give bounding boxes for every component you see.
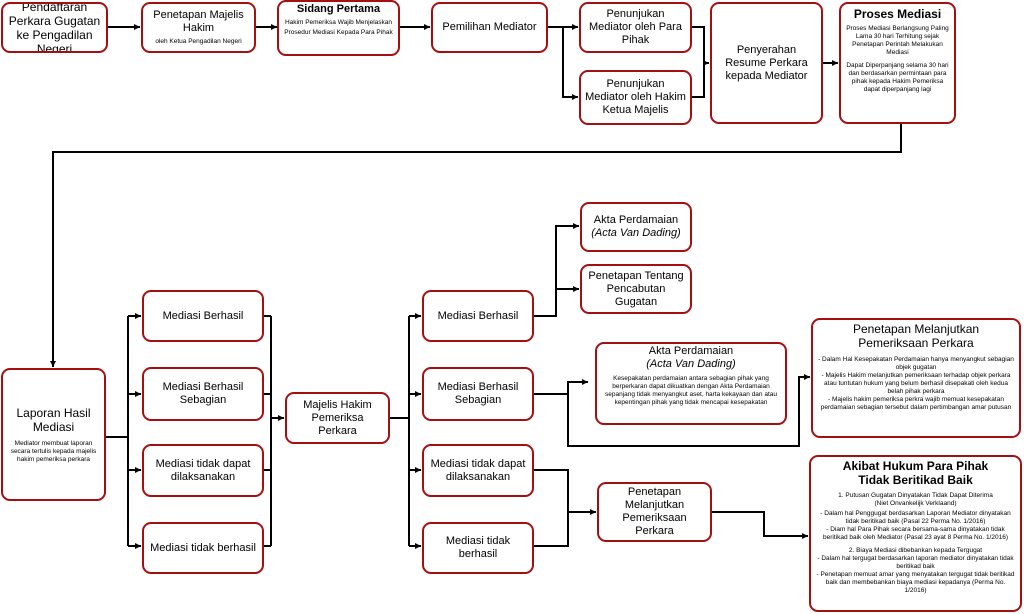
connector-r-sebagian-to-akta <box>534 379 588 395</box>
akibat-hukum-detail-6: - Dalam hal tergugat berdasarkan laporan… <box>817 555 1014 570</box>
connector-r-berhasil-out <box>534 223 579 317</box>
left-mediasi-berhasil-node: Mediasi Berhasil <box>142 290 264 342</box>
penetapan-melanjutkan-pemeriksaan-2-node: Penetapan Melanjutkan Pemeriksaan Perkar… <box>597 482 712 542</box>
proses-mediasi-label: Proses Mediasi <box>853 7 942 21</box>
connector-penunjukan-to-penyerahan <box>692 26 709 66</box>
penetapan-melanjutkan-pemeriksaan-1-node: Penetapan Melanjutkan Pemeriksaan Perkar… <box>811 318 1021 438</box>
penetapan-melanjutkan-pemeriksaan-1-detail-3: - Majelis hakim pemeriksa perkra wajib m… <box>820 396 1012 411</box>
right-mediasi-tidak-berhasil-node: Mediasi tidak berhasil <box>422 522 534 574</box>
right-mediasi-berhasil-sebagian-label: Mediasi Berhasil Sebagian <box>437 381 519 406</box>
connector-r-tidak-berhasil-out <box>534 512 569 547</box>
penunjukan-mediator-hakim-ketua-node: Penunjukan Mediator oleh Hakim Ketua Maj… <box>579 70 692 125</box>
akibat-hukum-detail-7: - Penetapan memuat amar yang menyatakan … <box>816 571 1015 594</box>
penetapan-majelis-hakim-node: Penetapan Majelis Hakim oleh Ketua Penga… <box>141 2 256 53</box>
majelis-hakim-pemeriksa-node: Majelis Hakim Pemeriksa Perkara <box>285 392 390 444</box>
connector-pemilihan-to-penunjukan-hakim <box>562 27 578 100</box>
laporan-hasil-mediasi-label: Laporan Hasil Mediasi <box>16 405 91 434</box>
left-mediasi-berhasil-label: Mediasi Berhasil <box>162 309 244 322</box>
left-mediasi-berhasil-sebagian-node: Mediasi Berhasil Sebagian <box>142 367 264 421</box>
akta-perdamaian-sebagian-node: Akta Perdamaian (Acta Van Dading) Kesepa… <box>595 342 787 425</box>
left-mediasi-tidak-berhasil-node: Mediasi tidak berhasil <box>142 522 264 574</box>
akibat-hukum-label: Akibat Hukum Para Pihak Tidak Beritikad … <box>842 459 989 487</box>
akta-perdamaian-italic: (Acta Van Dading) <box>591 227 681 239</box>
penunjukan-mediator-para-pihak-node: Penunjukan Mediator oleh Para Pihak <box>579 2 692 53</box>
penetapan-melanjutkan-pemeriksaan-1-detail-2: - Majelis Hakim melanjutkan pemeriksaan … <box>821 372 1011 395</box>
proses-mediasi-detail-1: Proses Mediasi Berlangsung Paling Lama 3… <box>846 25 949 56</box>
akta-perdamaian-sebagian-label: Akta Perdamaian <box>648 345 734 357</box>
akibat-hukum-detail-5: 2. Biaya Mediasi dibebankan kepada Tergu… <box>848 547 983 554</box>
left-mediasi-berhasil-sebagian-label: Mediasi Berhasil Sebagian <box>162 381 244 406</box>
penetapan-pencabutan-node: Penetapan Tentang Pencabutan Gugatan <box>580 264 692 314</box>
right-mediasi-tidak-dapat-label: Mediasi tidak dapat dilaksanakan <box>430 457 526 483</box>
penetapan-melanjutkan-pemeriksaan-1-detail-1: - Dalam Hal Kesepakatan Perdamaian hanya… <box>818 356 1014 371</box>
sidang-pertama-node: Sidang Pertama Hakim Pemeriksa Wajib Men… <box>277 0 400 56</box>
penetapan-pencabutan-label: Penetapan Tentang Pencabutan Gugatan <box>588 269 684 308</box>
penetapan-melanjutkan-pemeriksaan-2-label: Penetapan Melanjutkan Pemeriksaan Perkar… <box>622 486 687 537</box>
laporan-hasil-mediasi-node: Laporan Hasil Mediasi Mediator membuat l… <box>1 368 106 501</box>
connector-penetapan-to-akibat <box>712 511 808 539</box>
akta-perdamaian-node: Akta Perdamaian (Acta Van Dading) <box>580 202 692 252</box>
proses-mediasi-detail-2: Dapat Diperpanjang selama 30 hari dan be… <box>846 62 949 93</box>
left-mediasi-tidak-dapat-node: Mediasi tidak dapat dilaksanakan <box>142 444 264 497</box>
proses-mediasi-node: Proses Mediasi Proses Mediasi Berlangsun… <box>839 2 956 124</box>
penetapan-majelis-hakim-sublabel: oleh Ketua Pengadilan Negeri <box>155 38 242 45</box>
penunjukan-mediator-hakim-ketua-label: Penunjukan Mediator oleh Hakim Ketua Maj… <box>585 78 686 116</box>
left-mediasi-tidak-berhasil-label: Mediasi tidak berhasil <box>150 541 256 554</box>
connector-r-sebagian-to-penetapan <box>567 374 810 447</box>
pemilihan-mediator-label: Pemilihan Mediator <box>442 21 537 33</box>
connector-r-tidak-dapat-out <box>534 469 596 515</box>
pemilihan-mediator-node: Pemilihan Mediator <box>431 2 548 53</box>
penetapan-melanjutkan-pemeriksaan-1-label: Penetapan Melanjutkan Pemeriksaan Perkar… <box>852 322 980 350</box>
sidang-pertama-sublabel: Hakim Pemeriksa Wajib Menjelaskan Prosed… <box>284 19 393 36</box>
right-mediasi-tidak-berhasil-label: Mediasi tidak berhasil <box>445 535 511 560</box>
penyerahan-resume-label: Penyerahan Resume Perkara kepada Mediato… <box>725 43 808 82</box>
pendaftaran-perkara-node: Pendaftaran Perkara Gugatan ke Pengadila… <box>1 2 108 53</box>
left-mediasi-tidak-dapat-label: Mediasi tidak dapat dilaksanakan <box>155 457 251 483</box>
right-mediasi-tidak-dapat-node: Mediasi tidak dapat dilaksanakan <box>422 444 534 497</box>
akta-perdamaian-sebagian-detail: Kesepakatan perdamaian antara sebagian p… <box>604 375 777 406</box>
connector-proses-to-laporan <box>50 124 902 367</box>
penyerahan-resume-node: Penyerahan Resume Perkara kepada Mediato… <box>710 2 823 124</box>
akta-perdamaian-sebagian-italic: (Acta Van Dading) <box>646 358 736 370</box>
akibat-hukum-detail-1: 1. Putusan Gugatan Dinyatakan Tidak Dapa… <box>838 492 993 499</box>
right-mediasi-berhasil-label: Mediasi Berhasil <box>437 309 519 322</box>
akibat-hukum-detail-3: - Dalam hal Penggugat berdasarkan Lapora… <box>820 510 1011 525</box>
connector-penunjukan-hakim-to-penyerahan <box>692 63 705 98</box>
akibat-hukum-detail-4: - Diam hal Para Pihak secara bersama-sam… <box>823 526 1008 541</box>
akibat-hukum-node: Akibat Hukum Para Pihak Tidak Beritikad … <box>809 455 1022 612</box>
right-mediasi-berhasil-sebagian-node: Mediasi Berhasil Sebagian <box>422 367 534 421</box>
majelis-hakim-pemeriksa-label: Majelis Hakim Pemeriksa Perkara <box>303 398 372 437</box>
penetapan-majelis-hakim-label: Penetapan Majelis Hakim <box>153 9 244 34</box>
akibat-hukum-detail-2: (Niet Onvankelijk Verklaand) <box>874 500 957 507</box>
sidang-pertama-label: Sidang Pertama <box>296 3 381 15</box>
laporan-hasil-mediasi-sublabel: Mediator membuat laporan secara tertulis… <box>10 439 97 463</box>
right-mediasi-berhasil-node: Mediasi Berhasil <box>422 290 534 342</box>
pendaftaran-perkara-label: Pendaftaran Perkara Gugatan ke Pengadila… <box>8 2 101 53</box>
penunjukan-mediator-para-pihak-label: Penunjukan Mediator oleh Para Pihak <box>589 8 682 46</box>
akta-perdamaian-label: Akta Perdamaian <box>593 214 679 226</box>
